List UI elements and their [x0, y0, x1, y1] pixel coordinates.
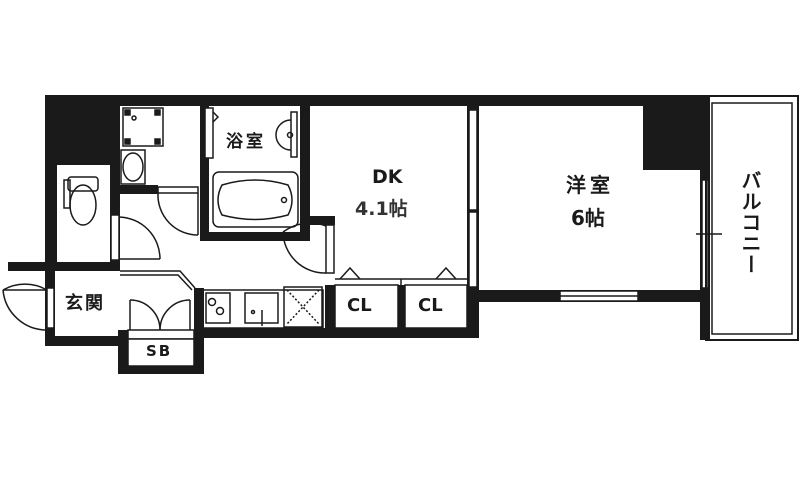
balcony-outline	[705, 95, 799, 341]
wall-cl-left	[325, 285, 335, 335]
entrance-label: 玄関	[65, 293, 105, 314]
washbasin-counter	[120, 149, 146, 185]
dk-label: DK	[372, 166, 403, 188]
sliding-door-upper	[468, 109, 478, 211]
washroom-door-frame	[157, 186, 199, 194]
wall-left-upper	[45, 95, 57, 265]
refrigerator-space	[283, 286, 323, 328]
shoe-box-outline	[127, 338, 195, 367]
sliding-door-lower	[468, 211, 478, 288]
dk-door-frame	[325, 224, 335, 274]
wall-sb-left	[118, 330, 128, 374]
entrance-door-frame	[46, 287, 55, 329]
toilet-tank	[67, 176, 99, 192]
washbasin	[122, 152, 144, 182]
bath-door	[204, 107, 214, 159]
wall-bath-bottom	[200, 232, 310, 241]
wall-bath-right	[300, 95, 310, 240]
closet-1-label: CL	[347, 295, 372, 316]
bathtub	[217, 179, 293, 221]
western-room-size: 6帖	[571, 206, 605, 230]
closet-1-outline	[334, 284, 399, 329]
closet-2-outline	[404, 284, 468, 329]
balcony-label: バルコニー	[738, 170, 762, 275]
wall-block-left	[45, 95, 120, 165]
bathtub-outline	[212, 171, 299, 228]
wall-entrance-bottom	[45, 336, 120, 346]
wall-top	[45, 95, 710, 106]
column-western	[643, 95, 710, 170]
wall-entrance-top	[8, 262, 120, 271]
closet-2-label: CL	[418, 295, 443, 316]
wall-sb-bottom	[118, 366, 203, 374]
wall-washroom-bottom	[120, 185, 158, 194]
shoe-box-label: SB	[146, 342, 173, 360]
bath-label: 浴室	[226, 132, 266, 152]
toilet-door-frame	[110, 214, 120, 261]
stove	[205, 292, 231, 324]
western-room-label: 洋室	[566, 173, 614, 197]
wall-toilet-right	[110, 95, 120, 265]
wall-bath-left	[200, 95, 209, 240]
wall-dk-door-header	[300, 216, 335, 225]
wall-bottom	[194, 328, 479, 338]
dk-size: 4.1帖	[355, 198, 408, 220]
washing-machine-pan	[122, 107, 164, 147]
wall-cl-mid	[398, 285, 405, 335]
kitchen-counter	[202, 289, 324, 329]
